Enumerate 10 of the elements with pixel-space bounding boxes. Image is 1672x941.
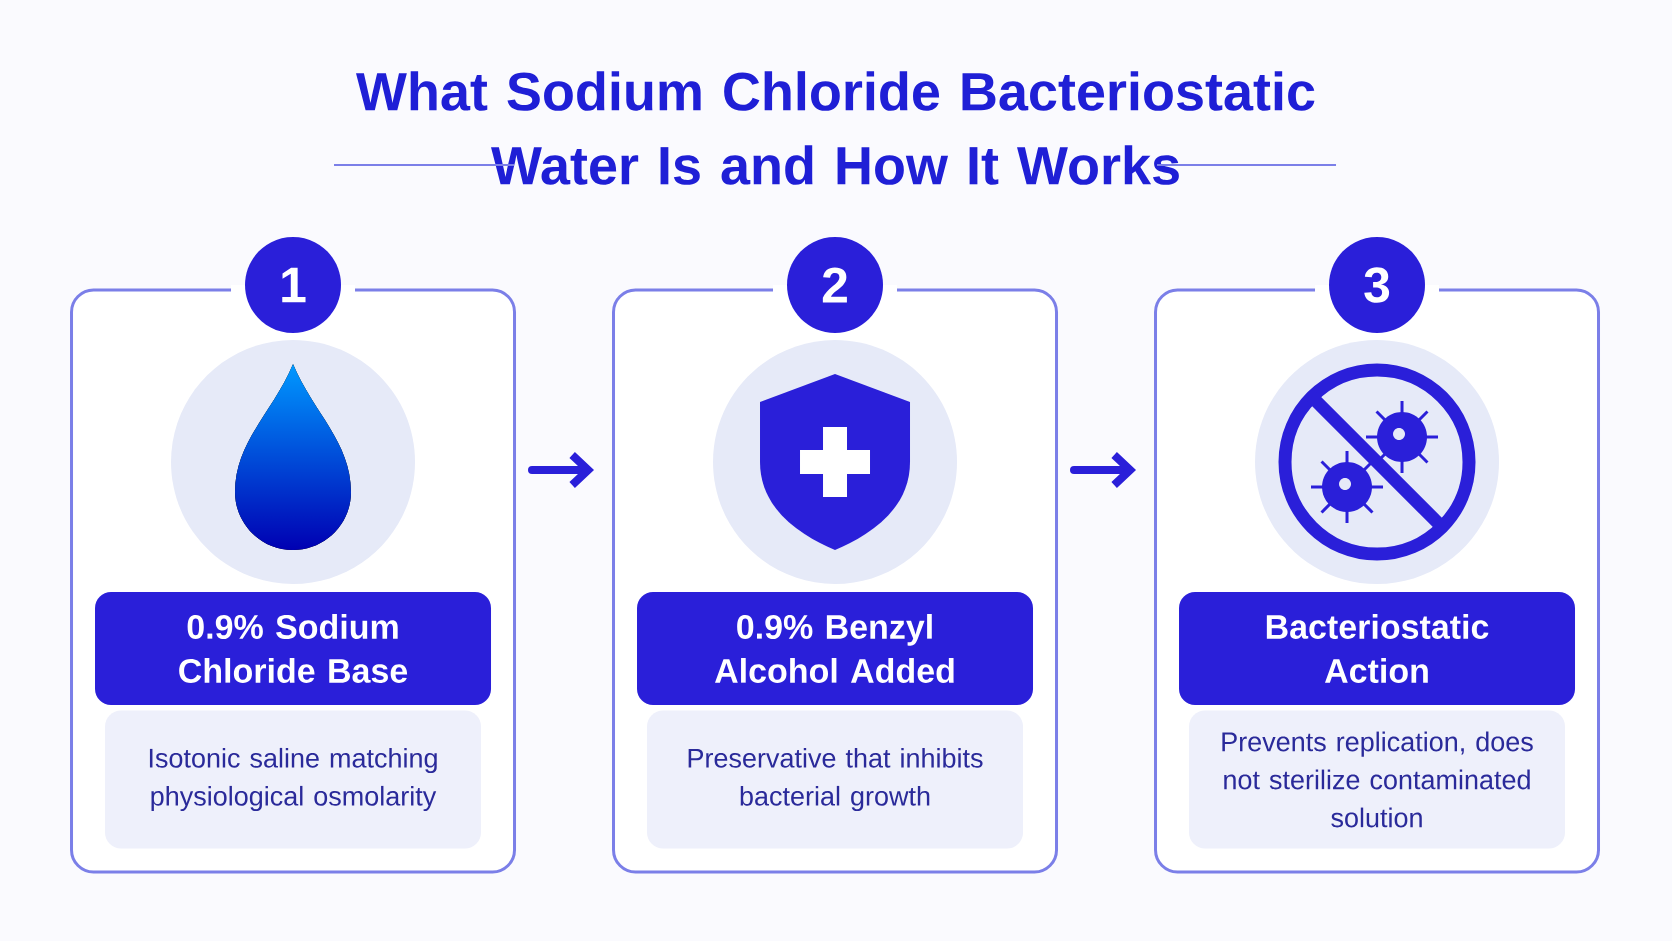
description-box: Preservative that inhibits bacterial growth	[647, 710, 1023, 849]
heading-bar: 0.9% Benzyl Alcohol Added	[637, 592, 1033, 705]
title: What Sodium Chloride Bacteriostatic Water Is and How It Works	[356, 71, 1315, 185]
step-number: 2	[787, 237, 883, 333]
heading-bar: Bacteriostatic Action	[1179, 592, 1575, 705]
heading-bar: 0.9% Sodium Chloride Base	[95, 592, 491, 705]
description-box: Prevents replication, does not sterilize contaminated solution	[1189, 710, 1565, 849]
description-box: Isotonic saline matching physiological osmolarity	[105, 710, 481, 849]
step-number: 3	[1329, 237, 1425, 333]
step-number: 1	[245, 237, 341, 333]
